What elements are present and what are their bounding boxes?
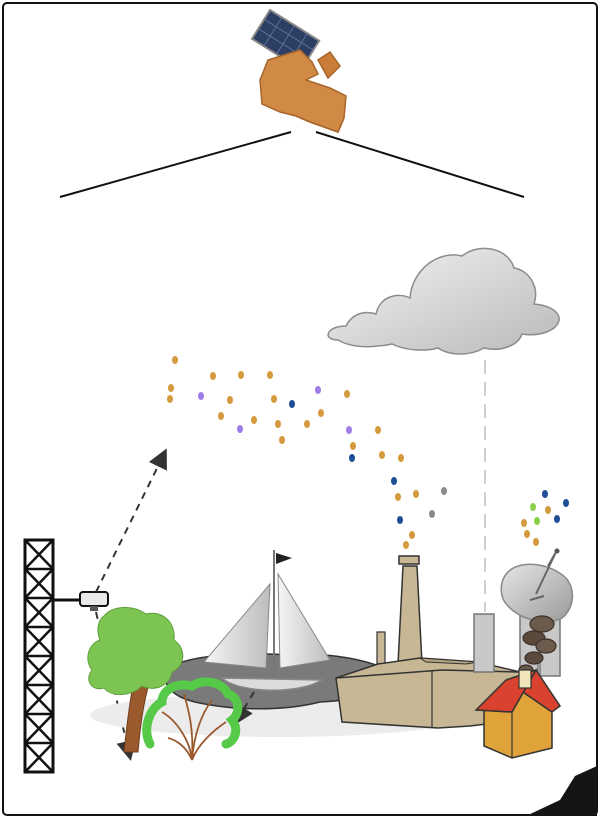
aerosol-particle bbox=[563, 499, 569, 507]
aerosol-particle bbox=[168, 384, 174, 392]
aerosol-particle bbox=[545, 506, 551, 514]
aerosol-particle bbox=[413, 490, 419, 498]
satellite-icon bbox=[252, 10, 346, 132]
aerosol-particle bbox=[346, 426, 352, 434]
aerosol-particle bbox=[350, 442, 356, 450]
aerosol-particle bbox=[391, 477, 397, 485]
aerosol-particle bbox=[521, 519, 527, 527]
aerosol-particle bbox=[210, 372, 216, 380]
aerosol-particle bbox=[397, 516, 403, 524]
aerosol-particle bbox=[530, 503, 536, 511]
aerosol-particle bbox=[441, 487, 447, 495]
aerosol-particle bbox=[267, 371, 273, 379]
aerosol-particle bbox=[554, 515, 560, 523]
aerosol-particle bbox=[395, 493, 401, 501]
aerosol-particle bbox=[409, 531, 415, 539]
aerosol-particle bbox=[318, 409, 324, 417]
aerosol-particle bbox=[304, 420, 310, 428]
aerosol-particle bbox=[237, 425, 243, 433]
aerosol-particle bbox=[251, 416, 257, 424]
aerosol-particles bbox=[167, 356, 569, 549]
aerosol-particle bbox=[218, 412, 224, 420]
aerosol-particle bbox=[349, 454, 355, 462]
aerosol-particle bbox=[167, 395, 173, 403]
aerosol-particle bbox=[429, 510, 435, 518]
aerosol-particle bbox=[524, 530, 530, 538]
aerosol-particle bbox=[542, 490, 548, 498]
aerosol-particle bbox=[534, 517, 540, 525]
aerosol-particle bbox=[315, 386, 321, 394]
cloud-icon bbox=[328, 248, 559, 612]
aerosol-particle bbox=[398, 454, 404, 462]
aerosol-particle bbox=[275, 420, 281, 428]
aerosol-particle bbox=[403, 541, 409, 549]
corner-shadow bbox=[526, 766, 597, 816]
aerosol-particle bbox=[379, 451, 385, 459]
aerosol-particle bbox=[238, 371, 244, 379]
sensor-swath bbox=[60, 132, 524, 197]
aerosol-particle bbox=[198, 392, 204, 400]
aerosol-particle bbox=[289, 400, 295, 408]
aerosol-particle bbox=[375, 426, 381, 434]
aerosol-particle bbox=[533, 538, 539, 546]
aerosol-particle bbox=[344, 390, 350, 398]
aerosol-particle bbox=[227, 396, 233, 404]
aerosol-particle bbox=[172, 356, 178, 364]
aerosol-particle bbox=[271, 395, 277, 403]
aerosol-particle bbox=[279, 436, 285, 444]
